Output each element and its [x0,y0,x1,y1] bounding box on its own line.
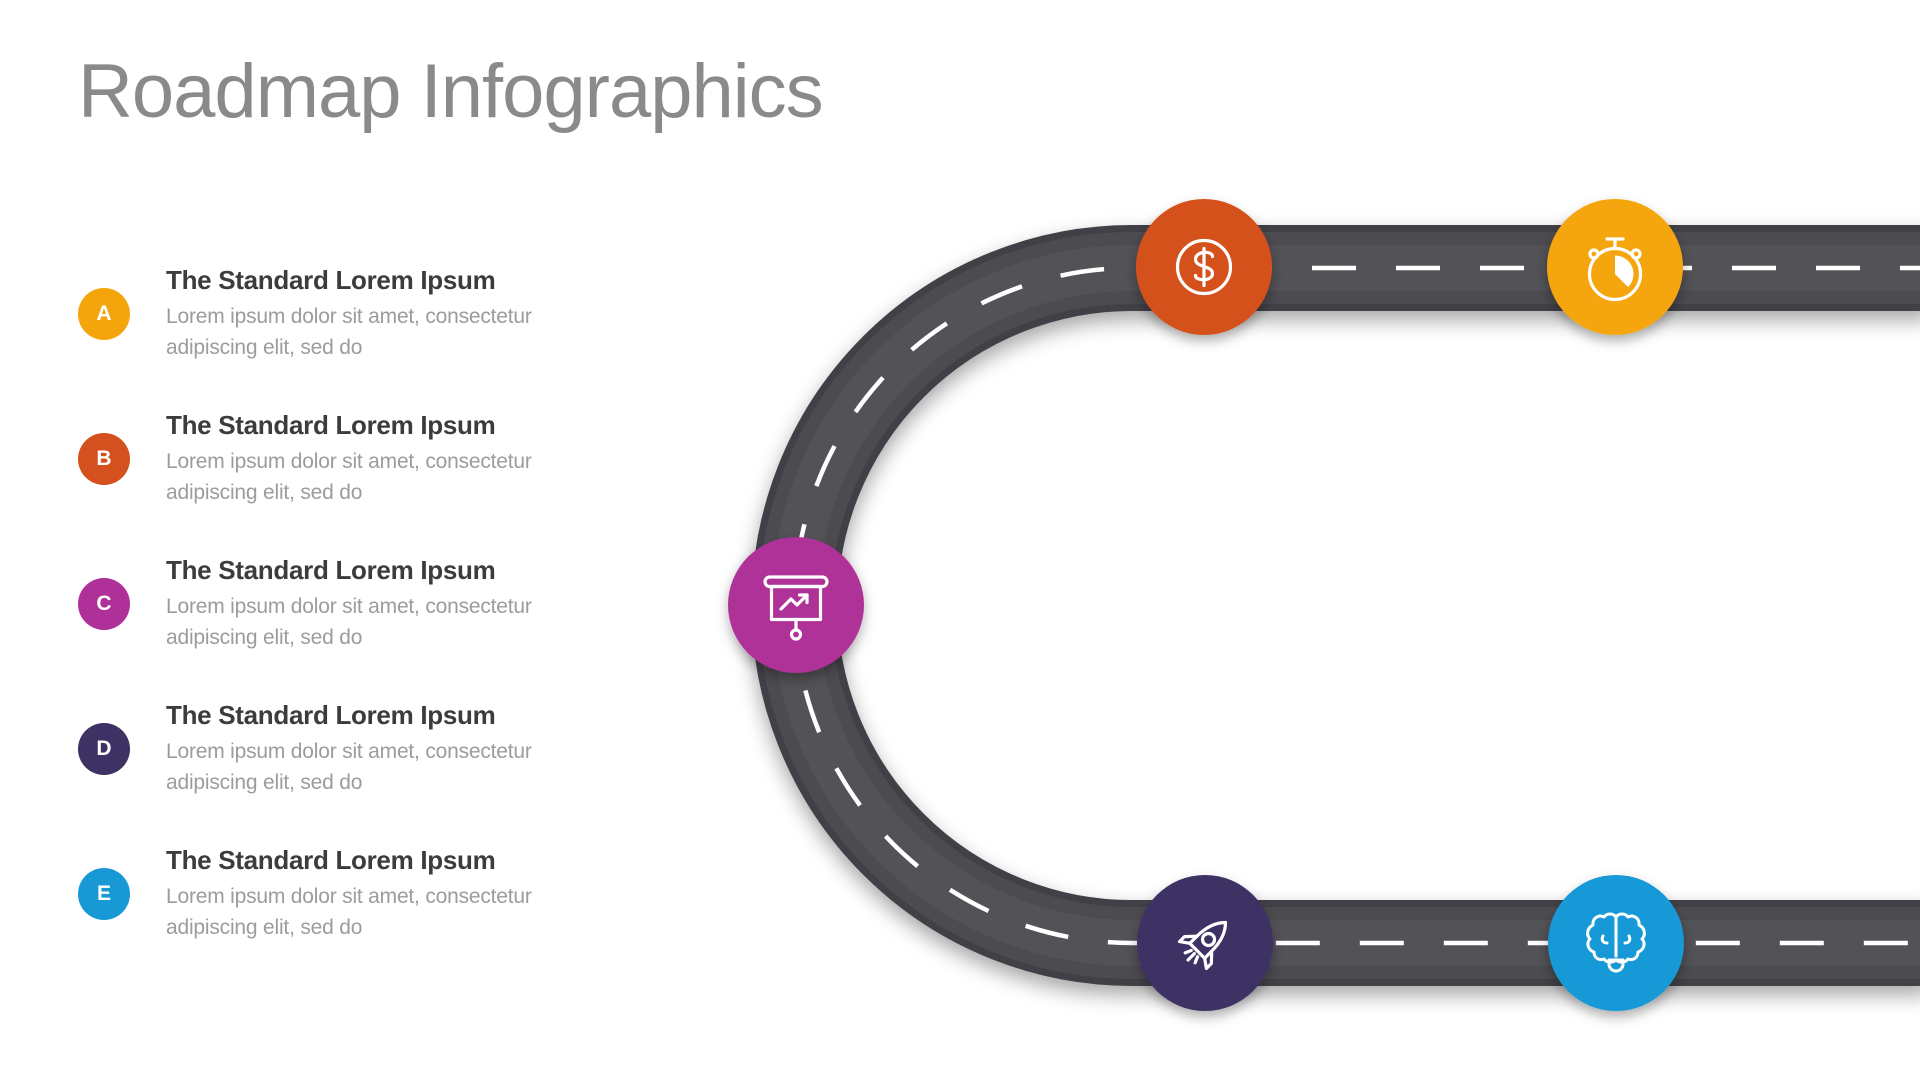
road-dashed-line [792,265,1920,946]
step-badge-d: D [78,723,130,775]
list-item: E The Standard Lorem Ipsum Lorem ipsum d… [78,845,546,943]
step-badge-b: B [78,433,130,485]
presentation-chart-icon [763,575,829,641]
list-item-text: The Standard Lorem Ipsum Lorem ipsum dol… [166,265,546,363]
item-heading: The Standard Lorem Ipsum [166,555,496,585]
item-description: Lorem ipsum dolor sit amet, consectetur … [166,885,532,939]
road-center-band [771,245,1920,966]
milestone-launch [1137,875,1273,1011]
brain-icon [1586,912,1646,973]
item-description: Lorem ipsum dolor sit amet, consectetur … [166,450,532,504]
road [751,225,1920,986]
item-description: Lorem ipsum dolor sit amet, consectetur … [166,740,532,794]
milestone-money [1136,199,1272,335]
rocket-icon [1177,920,1228,971]
item-description: Lorem ipsum dolor sit amet, consectetur … [166,305,532,359]
milestone-presentation [728,537,864,673]
list-item: D The Standard Lorem Ipsum Lorem ipsum d… [78,700,546,798]
item-heading: The Standard Lorem Ipsum [166,265,496,295]
item-heading: The Standard Lorem Ipsum [166,845,496,875]
list-item-text: The Standard Lorem Ipsum Lorem ipsum dol… [166,700,546,798]
road-outer [751,225,1920,986]
list-item-text: The Standard Lorem Ipsum Lorem ipsum dol… [166,410,546,508]
stopwatch-icon [1587,237,1643,302]
page-title: Roadmap Infographics [78,49,824,134]
list-item: C The Standard Lorem Ipsum Lorem ipsum d… [78,555,546,653]
dollar-coin-icon [1175,238,1233,296]
milestone-idea [1548,875,1684,1011]
step-badge-c: C [78,578,130,630]
milestone-time [1547,199,1683,335]
step-badge-a: A [78,288,130,340]
list-item-text: The Standard Lorem Ipsum Lorem ipsum dol… [166,845,546,943]
road-body [758,232,1920,979]
list-item-text: The Standard Lorem Ipsum Lorem ipsum dol… [166,555,546,653]
item-description: Lorem ipsum dolor sit amet, consectetur … [166,595,532,649]
list-item: A The Standard Lorem Ipsum Lorem ipsum d… [78,265,546,363]
list-item: B The Standard Lorem Ipsum Lorem ipsum d… [78,410,546,508]
item-heading: The Standard Lorem Ipsum [166,410,496,440]
step-badge-e: E [78,868,130,920]
item-heading: The Standard Lorem Ipsum [166,700,496,730]
